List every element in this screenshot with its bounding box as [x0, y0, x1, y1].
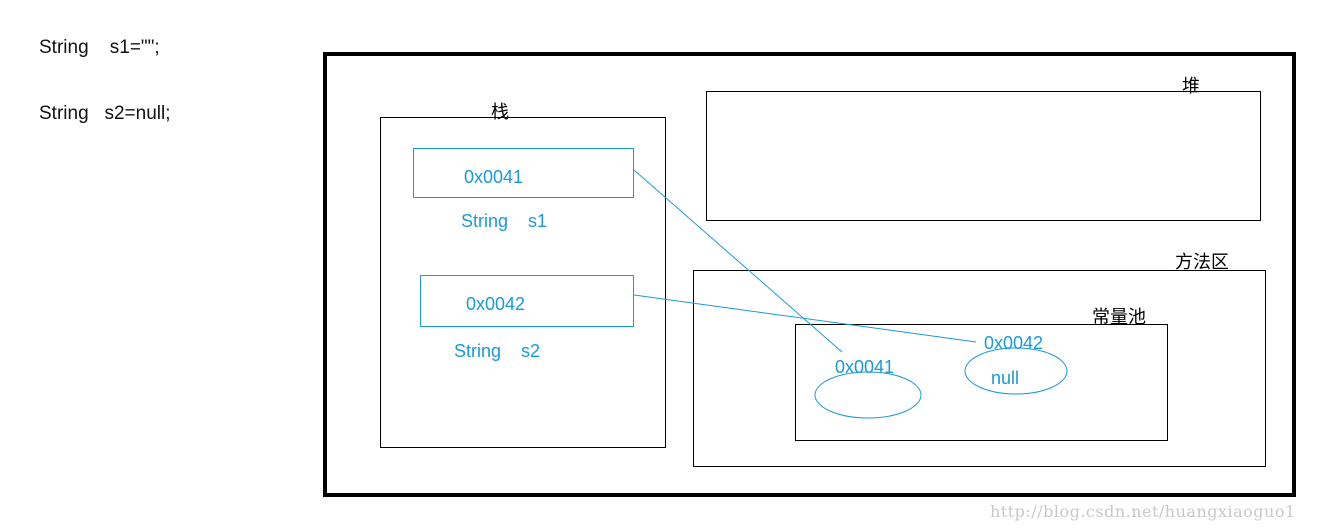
s2-variable: String s2 — [454, 341, 541, 361]
pool-entry2-address: 0x0042 — [984, 333, 1044, 353]
constant-pool-region — [795, 324, 1168, 441]
s1-reference-line — [633, 169, 843, 353]
pool-entry1-address: 0x0041 — [835, 357, 895, 377]
stack-title: 栈 — [491, 102, 509, 122]
s2-reference-line — [633, 294, 977, 343]
s2-address: 0x0042 — [466, 294, 526, 314]
s1-variable: String s1 — [461, 211, 548, 231]
code-line-s2: String s2=null; — [39, 103, 171, 124]
memory-diagram-frame — [323, 52, 1296, 497]
pool-entry-null — [964, 347, 1068, 395]
heap-region — [706, 91, 1261, 221]
stack-cell-s2 — [420, 275, 634, 327]
constant-pool-title: 常量池 — [1092, 307, 1146, 327]
stack-cell-s1 — [413, 148, 634, 198]
s1-address: 0x0041 — [464, 167, 524, 187]
watermark: http://blog.csdn.net/huangxiaoguo1 — [990, 502, 1296, 521]
method-area-title: 方法区 — [1175, 252, 1229, 272]
pool-entry-empty-string — [814, 371, 922, 419]
pool-entry2-value: null — [991, 368, 1020, 388]
method-area-region — [693, 270, 1266, 467]
code-line-s1: String s1=""; — [39, 37, 160, 58]
stack-region — [380, 117, 666, 448]
heap-title: 堆 — [1182, 76, 1200, 96]
